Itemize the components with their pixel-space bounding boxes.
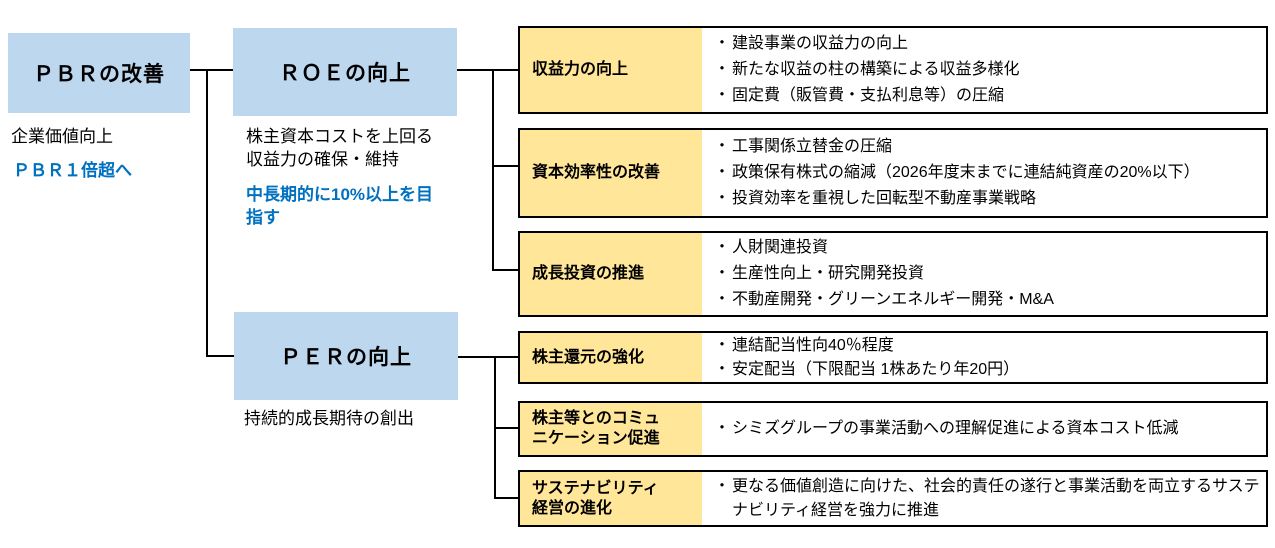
connector-roe-row1	[457, 69, 518, 71]
bullet-item: ・ 政策保有株式の縮減（2026年度末までに連結純資産の20%以下）	[712, 160, 1260, 186]
bullet-item: ・ シミズグループの事業活動への理解促進による資本コスト低減	[712, 416, 1260, 442]
bullet-icon: ・	[713, 189, 730, 207]
row-label-text: 株主還元の強化	[532, 348, 645, 366]
roe-goal: 中長期的に10%以上を目指す	[246, 185, 434, 227]
bullet-icon: ・	[713, 61, 730, 79]
row-content: ・ 工事関係立替金の圧縮 ・ 政策保有株式の縮減（2026年度末までに連結純資産…	[702, 130, 1266, 216]
row-label-text: ニケーション促進	[532, 430, 660, 447]
bullet-item: ・ 連結配当性向40％程度	[712, 334, 1260, 358]
strategy-row-capital-efficiency: 資本効率性の改善 ・ 工事関係立替金の圧縮 ・ 政策保有株式の縮減（2026年度…	[518, 128, 1268, 218]
bullet-icon: ・	[713, 360, 730, 378]
row-label: 株主還元の強化	[520, 333, 702, 382]
bullet-icon: ・	[713, 86, 730, 104]
row-label-text: 株主等とのコミュ	[532, 410, 660, 427]
connector-roe-row2	[492, 165, 518, 167]
bullet-icon: ・	[713, 265, 730, 283]
strategy-row-growth-investment: 成長投資の推進 ・ 人財関連投資 ・ 生産性向上・研究開発投資 ・ 不動産開発・…	[518, 231, 1268, 317]
row-label-text: サステナビリティ	[532, 479, 659, 497]
connector-per-row4	[458, 356, 518, 358]
row-content: ・ 連結配当性向40％程度 ・ 安定配当（下限配当 1株あたり年20円）	[702, 333, 1266, 382]
connector-pbr-per	[206, 355, 234, 357]
row-content: ・ シミズグループの事業活動への理解促進による資本コスト低減	[702, 403, 1266, 455]
bullet-icon: ・	[713, 138, 730, 156]
bullet-text: 建設事業の収益力の向上	[732, 35, 909, 53]
row-label: 成長投資の推進	[520, 233, 702, 315]
row-content: ・ 人財関連投資 ・ 生産性向上・研究開発投資 ・ 不動産開発・グリーンエネルギ…	[702, 233, 1266, 315]
strategy-row-profitability: 収益力の向上 ・ 建設事業の収益力の向上 ・ 新たな収益の柱の構築による収益多様…	[518, 26, 1268, 114]
bullet-item: ・ 安定配当（下限配当 1株あたり年20円）	[712, 358, 1260, 382]
roe-box: ＲＯＥの向上	[233, 28, 457, 116]
strategy-row-sustainability: サステナビリティ 経営の進化 ・ 更なる価値創造に向けた、社会的責任の遂行と事業…	[518, 470, 1268, 527]
connector-per-row6	[494, 497, 518, 499]
bullet-icon: ・	[713, 164, 730, 182]
bullet-text: 政策保有株式の縮減（2026年度末までに連結純資産の20%以下）	[732, 164, 1200, 182]
bullet-item: ・ 不動産開発・グリーンエネルギー開発・M&A	[712, 287, 1260, 313]
pbr-title: ＰＢＲの改善	[33, 63, 165, 86]
bullet-text: シミズグループの事業活動への理解促進による資本コスト低減	[732, 420, 1179, 438]
roe-note: 株主資本コストを上回る収益力の確保・維持	[246, 127, 433, 169]
row-content: ・ 建設事業の収益力の向上 ・ 新たな収益の柱の構築による収益多様化 ・ 固定費…	[702, 28, 1266, 112]
bullet-text: 新たな収益の柱の構築による収益多様化	[732, 61, 1020, 79]
pbr-goal: ＰＢＲ１倍超へ	[13, 161, 132, 180]
bullet-icon: ・	[713, 35, 730, 53]
per-title: ＰＥＲの向上	[280, 346, 412, 369]
strategy-row-shareholder-returns: 株主還元の強化 ・ 連結配当性向40％程度 ・ 安定配当（下限配当 1株あたり年…	[518, 331, 1268, 384]
bullet-item: ・ 建設事業の収益力の向上	[712, 31, 1260, 57]
bullet-item: ・ 工事関係立替金の圧縮	[712, 134, 1260, 160]
per-box: ＰＥＲの向上	[234, 312, 458, 400]
row-label: 収益力の向上	[520, 28, 702, 112]
bullet-text: 生産性向上・研究開発投資	[732, 265, 925, 283]
bullet-text: 安定配当（下限配当 1株あたり年20円）	[732, 360, 1020, 378]
bullet-text: 工事関係立替金の圧縮	[732, 138, 893, 156]
bullet-item: ・ 投資効率を重視した回転型不動産事業戦略	[712, 186, 1260, 212]
bullet-text: 更なる価値創造に向けた、社会的責任の遂行と事業活動を両立するサステナビリティ経営…	[732, 478, 1260, 519]
bullet-text: 人財関連投資	[732, 239, 829, 257]
connector-pbr-vertical	[206, 69, 208, 357]
connector-pbr-roe	[190, 69, 233, 71]
row-label: サステナビリティ 経営の進化	[520, 472, 702, 525]
row-label-text: 収益力の向上	[532, 61, 629, 78]
bullet-text: 連結配当性向40％程度	[732, 336, 894, 354]
row-label-text: 資本効率性の改善	[532, 164, 661, 181]
pbr-note: 企業価値向上	[11, 127, 113, 146]
row-label: 株主等とのコミュ ニケーション促進	[520, 403, 702, 455]
bullet-text: 不動産開発・グリーンエネルギー開発・M&A	[732, 290, 1054, 308]
connector-roe-row3	[492, 269, 518, 271]
bullet-text: 固定費（販管費・支払利息等）の圧縮	[732, 86, 1005, 104]
bullet-icon: ・	[713, 420, 730, 438]
bullet-icon: ・	[713, 290, 730, 308]
strategy-row-shareholder-communication: 株主等とのコミュ ニケーション促進 ・ シミズグループの事業活動への理解促進によ…	[518, 401, 1268, 457]
roe-title: ＲＯＥの向上	[279, 62, 411, 85]
per-note: 持続的成長期待の創出	[244, 409, 414, 428]
row-label: 資本効率性の改善	[520, 130, 702, 216]
bullet-text: 投資効率を重視した回転型不動産事業戦略	[732, 189, 1037, 207]
connector-roe-vertical	[492, 69, 494, 271]
bullet-icon: ・	[713, 239, 730, 257]
connector-per-row5	[494, 427, 518, 429]
row-label-text: 経営の進化	[532, 499, 613, 517]
bullet-item: ・ 固定費（販管費・支払利息等）の圧縮	[712, 83, 1260, 109]
pbr-box: ＰＢＲの改善	[8, 33, 190, 113]
bullet-item: ・ 新たな収益の柱の構築による収益多様化	[712, 57, 1260, 83]
row-content: ・ 更なる価値創造に向けた、社会的責任の遂行と事業活動を両立するサステナビリティ…	[702, 472, 1266, 525]
bullet-item: ・ 人財関連投資	[712, 235, 1260, 261]
row-label-text: 成長投資の推進	[532, 265, 645, 282]
bullet-item: ・ 更なる価値創造に向けた、社会的責任の遂行と事業活動を両立するサステナビリティ…	[712, 475, 1260, 521]
bullet-icon: ・	[713, 336, 730, 354]
bullet-icon: ・	[713, 478, 730, 496]
bullet-item: ・ 生産性向上・研究開発投資	[712, 261, 1260, 287]
